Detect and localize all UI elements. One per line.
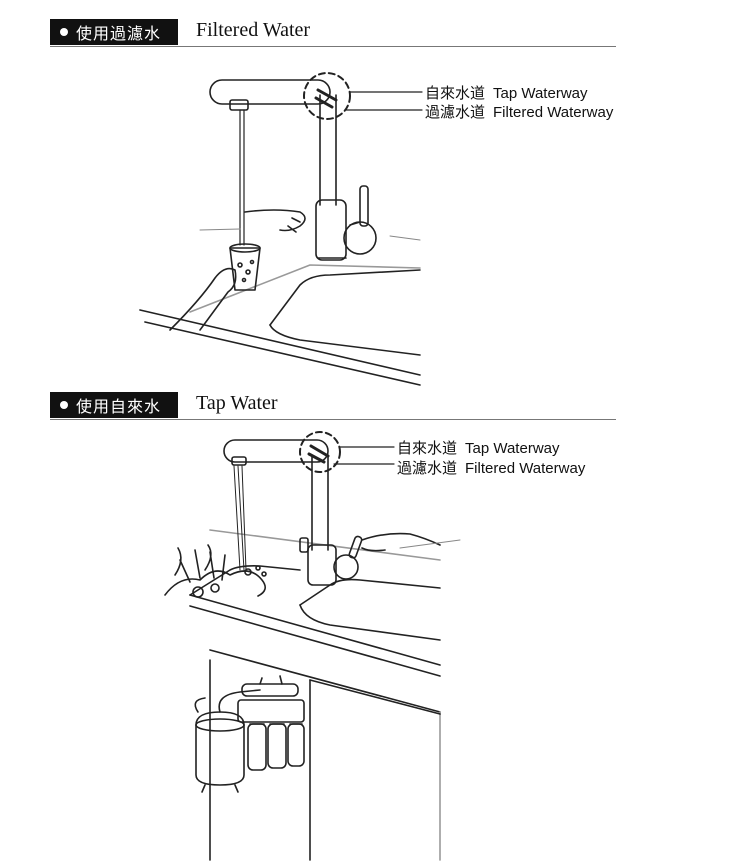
dot-icon xyxy=(60,28,68,36)
callout-filtered-waterway: 過濾水道 Filtered Waterway xyxy=(397,457,585,478)
hand-icon xyxy=(169,267,237,331)
vegetables-icon xyxy=(164,544,267,598)
ro-filter-icon xyxy=(194,675,305,793)
divider xyxy=(50,46,616,47)
divider xyxy=(50,419,616,420)
callout-filtered-waterway: 過濾水道 Filtered Waterway xyxy=(425,101,613,122)
section-badge: 使用過濾水 xyxy=(50,19,178,45)
callout-cn: 自來水道 xyxy=(425,84,486,102)
callout-cn: 過濾水道 xyxy=(397,459,458,477)
callout-cn: 自來水道 xyxy=(397,439,458,457)
badge-label: 使用自來水 xyxy=(76,397,162,416)
dot-icon xyxy=(60,401,68,409)
callout-tap-waterway: 自來水道 Tap Waterway xyxy=(425,82,588,103)
faucet-icon xyxy=(209,79,377,261)
section-header-tap: 使用自來水 Tap Water xyxy=(50,392,616,420)
hand-icon xyxy=(361,532,461,552)
callout-en: Filtered Waterway xyxy=(465,460,586,477)
badge-label: 使用過濾水 xyxy=(76,24,162,43)
glass-icon xyxy=(229,243,261,291)
section-header-filtered: 使用過濾水 Filtered Water xyxy=(50,19,616,47)
tap-water-illustration xyxy=(164,431,461,861)
callout-tap-waterway: 自來水道 Tap Waterway xyxy=(397,437,560,458)
callout-en: Tap Waterway xyxy=(465,440,560,457)
faucet-icon xyxy=(223,439,363,586)
section-badge: 使用自來水 xyxy=(50,392,178,418)
callout-en: Filtered Waterway xyxy=(493,104,614,121)
callout-cn: 過濾水道 xyxy=(425,103,486,121)
callout-en: Tap Waterway xyxy=(493,85,588,102)
section-title: Filtered Water xyxy=(196,19,311,41)
filtered-water-illustration xyxy=(139,72,423,386)
section-title: Tap Water xyxy=(196,392,278,414)
